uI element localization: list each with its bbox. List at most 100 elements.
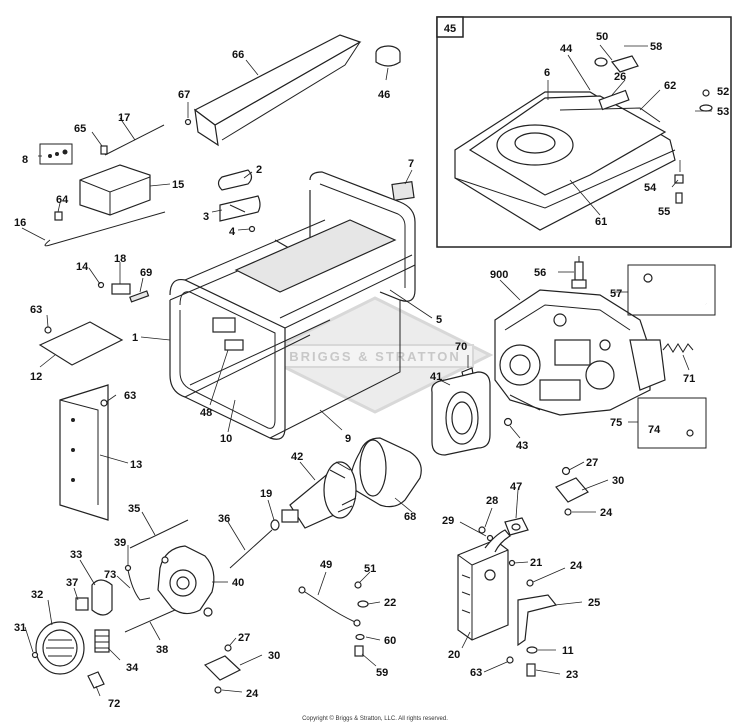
callout-8: 8: [22, 154, 28, 166]
nut-icon: [224, 644, 232, 652]
screw-icon: [100, 145, 108, 155]
callout-4: 4: [229, 226, 236, 238]
nut-icon: [100, 399, 108, 407]
callout-62: 62: [664, 80, 676, 92]
callout-2: 2: [256, 164, 262, 176]
callout-58: 58: [650, 41, 662, 53]
callout-34: 34: [126, 662, 139, 674]
leader-lines: [21, 59, 690, 697]
callout-14: 14: [76, 261, 89, 273]
callout-17: 17: [118, 112, 130, 124]
callout-labels: 50 58 44 6 26 62 52 53 54 55 61 66 46 67…: [14, 31, 729, 710]
callout-27: 27: [586, 457, 598, 469]
callout-41: 41: [430, 371, 442, 383]
callout-71: 71: [683, 373, 695, 385]
stator: [431, 371, 491, 456]
callout-68: 68: [404, 511, 416, 523]
callout-9: 9: [345, 433, 351, 445]
callout-15: 15: [172, 179, 184, 191]
nut-icon: [478, 526, 486, 534]
callout-6: 6: [544, 67, 550, 79]
callout-33: 33: [70, 549, 82, 561]
spacer: [674, 174, 684, 184]
callout-39: 39: [114, 537, 126, 549]
screw-icon: [184, 118, 192, 126]
screw-icon: [31, 651, 39, 659]
callout-69: 69: [140, 267, 152, 279]
callout-59: 59: [376, 667, 388, 679]
callout-22: 22: [384, 597, 396, 609]
fuel-tank-inset: 45: [436, 16, 732, 248]
bracket: [111, 283, 131, 295]
callout-30: 30: [612, 475, 624, 487]
callout-66: 66: [232, 49, 244, 61]
callout-74: 74: [648, 424, 661, 436]
callout-70: 70: [455, 341, 467, 353]
washer-icon: [486, 534, 494, 542]
callout-13: 13: [130, 459, 142, 471]
callout-24: 24: [246, 688, 259, 700]
callout-32: 32: [31, 589, 43, 601]
callout-30: 30: [268, 650, 280, 662]
callout-900: 900: [490, 269, 508, 281]
wire-hook: [44, 211, 166, 247]
callout-18: 18: [114, 253, 126, 265]
decal: [391, 181, 415, 201]
muffler: [457, 529, 511, 641]
nut-icon: [561, 466, 571, 476]
callout-24: 24: [570, 560, 583, 572]
callout-72: 72: [108, 698, 120, 710]
tank-clip: [610, 55, 639, 73]
callout-63: 63: [30, 304, 42, 316]
brush-holder: [91, 579, 113, 616]
fuel-valve: [571, 256, 587, 289]
callout-49: 49: [320, 559, 332, 571]
callout-43: 43: [516, 440, 528, 452]
callout-38: 38: [156, 644, 168, 656]
callout-36: 36: [218, 513, 230, 525]
callout-64: 64: [56, 194, 69, 206]
nut-icon: [508, 559, 516, 567]
through-bolt: [229, 529, 273, 569]
callout-57: 57: [610, 288, 622, 300]
generator-frame: [169, 171, 416, 440]
callout-11: 11: [562, 645, 574, 657]
engine-assembly: [494, 289, 666, 416]
callout-56: 56: [534, 267, 546, 279]
frame-switch: [212, 317, 236, 333]
washer-icon: [355, 633, 365, 641]
rotor-cover: [350, 437, 422, 508]
callout-20: 20: [448, 649, 460, 661]
inset-number: 45: [444, 23, 456, 35]
callout-67: 67: [178, 89, 190, 101]
callout-16: 16: [14, 217, 26, 229]
screw-icon: [54, 211, 63, 221]
callout-63: 63: [470, 667, 482, 679]
capacitor: [75, 597, 89, 611]
nut-icon: [44, 326, 52, 334]
callout-29: 29: [442, 515, 454, 527]
callout-26: 26: [614, 71, 626, 83]
callout-10: 10: [220, 433, 232, 445]
control-panel-cover: [193, 34, 362, 147]
washer-icon: [270, 519, 280, 531]
nut-icon: [564, 508, 572, 516]
breather-hose-kit: [637, 397, 707, 449]
nut-icon: [506, 656, 514, 664]
callout-1: 1: [132, 332, 138, 344]
strip: [129, 290, 150, 303]
wire-lead: [127, 569, 151, 601]
long-bolt: [129, 519, 189, 549]
fuel-tank: [454, 89, 676, 231]
brand-watermark: BRIGGS & STRATTON: [256, 296, 494, 414]
bolt-icon: [702, 89, 710, 97]
nut-icon: [354, 645, 364, 657]
rod: [104, 124, 165, 156]
callout-12: 12: [30, 371, 42, 383]
rotor: [281, 461, 357, 529]
fuel-cap: [375, 45, 401, 67]
vibration-mount: [555, 477, 589, 503]
side-panel: [59, 384, 109, 521]
ground-cable: [304, 591, 356, 623]
